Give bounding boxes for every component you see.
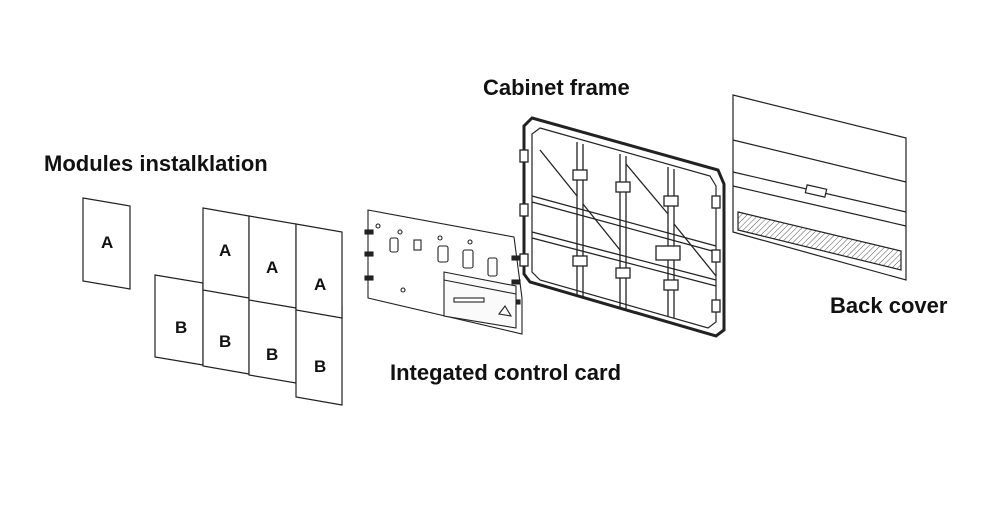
control-card [364, 209, 523, 335]
module-a-1-letter: A [219, 241, 231, 260]
module-letters: A A A A B B B B [101, 233, 326, 376]
module-b-1-letter: B [175, 318, 187, 337]
module-a-3-letter: A [314, 275, 326, 294]
module-single-letter: A [101, 233, 113, 252]
back-cover [732, 94, 907, 281]
modules-installation-label: Modules instalklation [44, 151, 268, 176]
control-card-label: Integated control card [390, 360, 622, 385]
modules-group [82, 197, 343, 406]
module-b-3-letter: B [266, 345, 278, 364]
back-cover-label: Back cover [830, 293, 948, 318]
module-b-2-letter: B [219, 332, 231, 351]
module-a-3 [295, 223, 343, 319]
module-a-2-letter: A [266, 258, 278, 277]
module-single [82, 197, 131, 290]
cabinet-frame-label: Cabinet frame [483, 75, 630, 100]
module-b-4-letter: B [314, 357, 326, 376]
cabinet-frame [519, 116, 726, 338]
